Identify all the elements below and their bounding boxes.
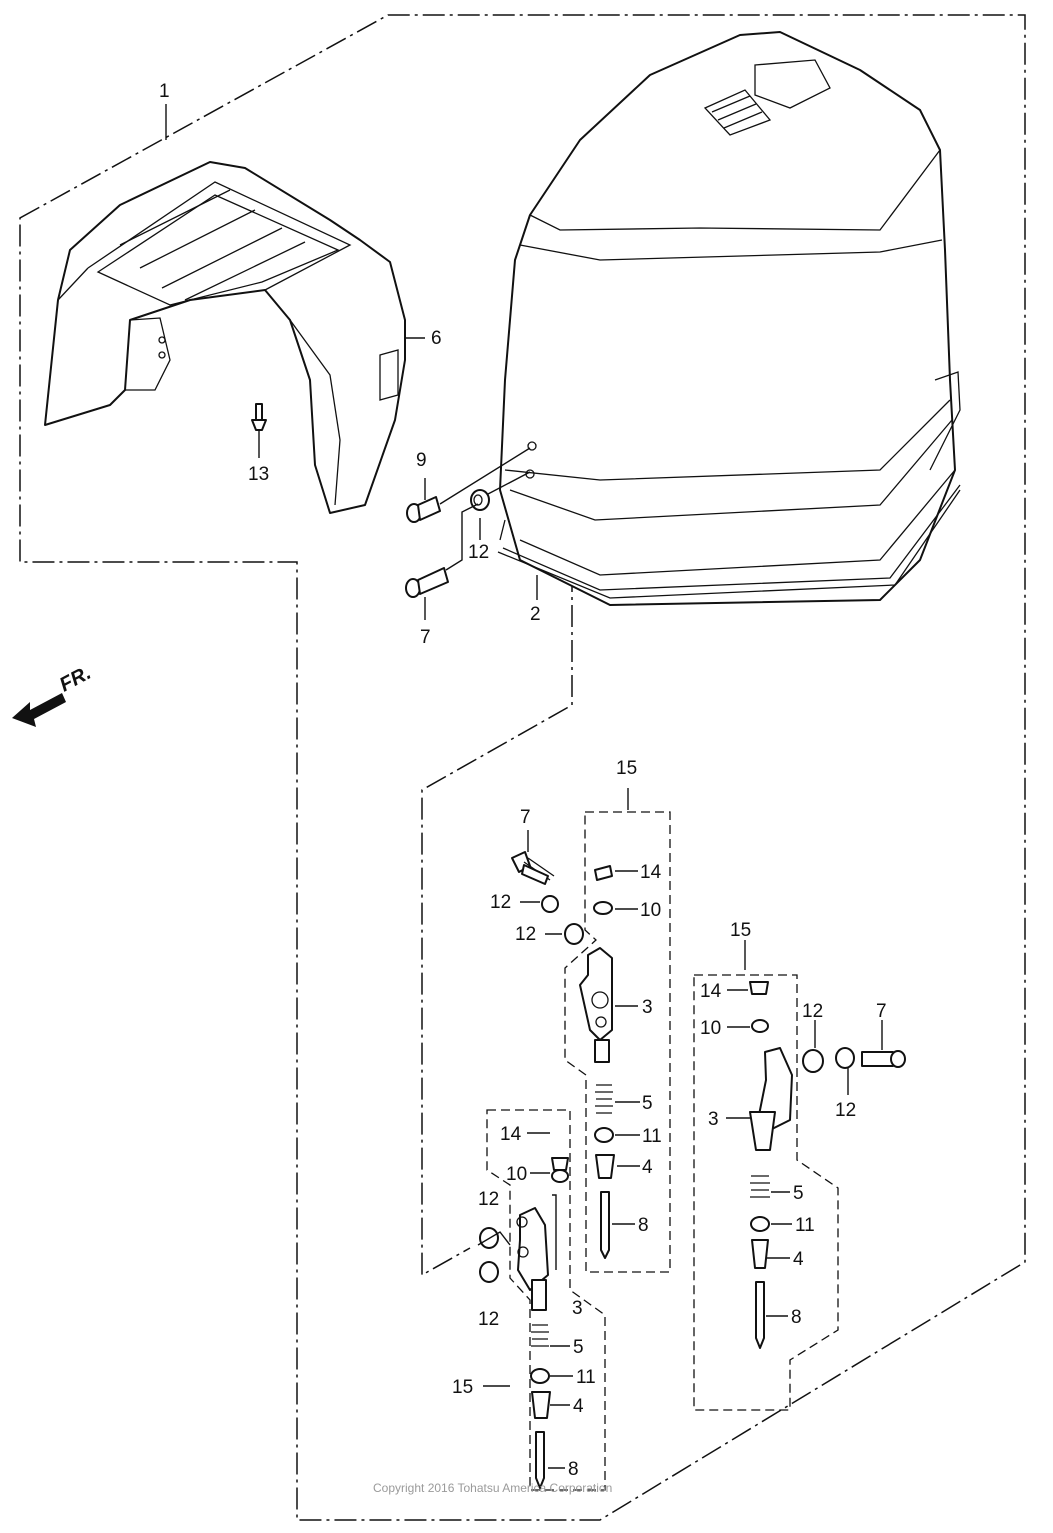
label-12-upper: 12 bbox=[468, 542, 489, 563]
front-marker-text: FR. bbox=[56, 662, 95, 697]
latch-assembly-center bbox=[511, 811, 671, 1273]
label-8-center: 8 bbox=[638, 1215, 649, 1236]
label-12-center-b: 12 bbox=[515, 924, 536, 945]
boundary-outline bbox=[19, 14, 1026, 1521]
label-1: 1 bbox=[159, 81, 170, 102]
label-15-right: 15 bbox=[730, 920, 751, 941]
label-12-left-a: 12 bbox=[478, 1189, 499, 1210]
label-11-center: 11 bbox=[642, 1126, 662, 1147]
label-14-center: 14 bbox=[640, 862, 662, 883]
label-5-left: 5 bbox=[573, 1337, 584, 1358]
label-12-right-b: 12 bbox=[835, 1100, 856, 1121]
front-arrow-icon bbox=[12, 693, 66, 727]
label-5-right: 5 bbox=[793, 1183, 804, 1204]
label-4-right: 4 bbox=[793, 1249, 804, 1270]
screw-13-part bbox=[251, 403, 267, 458]
label-7-right: 7 bbox=[876, 1001, 887, 1022]
label-15-left: 15 bbox=[452, 1377, 473, 1398]
part-labels: 1 2 6 7 9 12 13 15 7 12 12 14 10 3 5 11 … bbox=[159, 81, 887, 1480]
label-15-center: 15 bbox=[616, 758, 637, 779]
label-11-right: 11 bbox=[795, 1215, 815, 1236]
latch-assembly-left bbox=[477, 1109, 606, 1491]
label-4-center: 4 bbox=[642, 1157, 653, 1178]
label-7-upper: 7 bbox=[420, 627, 431, 648]
label-9: 9 bbox=[416, 450, 427, 471]
label-12-left-b: 12 bbox=[478, 1309, 499, 1330]
label-7-center: 7 bbox=[520, 807, 531, 828]
label-14-left: 14 bbox=[500, 1124, 522, 1145]
bolt-7-part bbox=[405, 503, 479, 620]
bolt-9-part bbox=[406, 447, 531, 523]
under-cover-part bbox=[44, 161, 406, 514]
latch-assembly-right bbox=[693, 974, 906, 1411]
label-3-right: 3 bbox=[708, 1109, 719, 1130]
label-5-center: 5 bbox=[642, 1093, 653, 1114]
label-10-left: 10 bbox=[506, 1164, 527, 1185]
label-3-center: 3 bbox=[642, 997, 653, 1018]
label-10-right: 10 bbox=[700, 1018, 721, 1039]
label-6: 6 bbox=[431, 328, 442, 349]
label-12-center-a: 12 bbox=[490, 892, 511, 913]
label-12-right-a: 12 bbox=[802, 1001, 823, 1022]
label-8-right: 8 bbox=[791, 1307, 802, 1328]
leader-lines bbox=[165, 104, 883, 1469]
label-2: 2 bbox=[530, 604, 541, 625]
label-14-right: 14 bbox=[700, 981, 722, 1002]
label-13: 13 bbox=[248, 464, 269, 485]
label-11-left: 11 bbox=[576, 1367, 596, 1388]
label-8-left: 8 bbox=[568, 1459, 579, 1480]
copyright-text: Copyright 2016 Tohatsu America Corporati… bbox=[373, 1481, 612, 1495]
seal-part bbox=[497, 489, 961, 599]
top-cowl-part bbox=[499, 31, 961, 606]
label-10-center: 10 bbox=[640, 900, 661, 921]
label-3-left: 3 bbox=[572, 1298, 583, 1319]
label-4-left: 4 bbox=[573, 1396, 584, 1417]
